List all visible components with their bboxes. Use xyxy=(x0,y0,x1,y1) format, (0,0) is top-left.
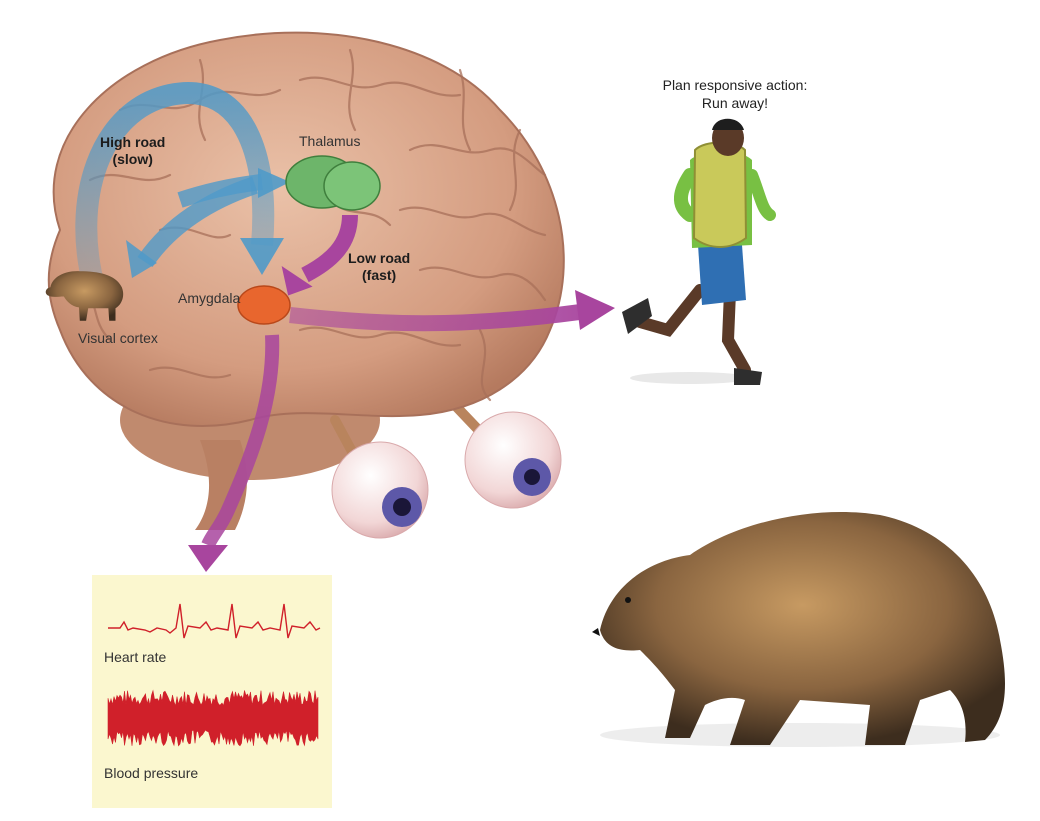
eyeball-icon xyxy=(464,411,562,509)
low-road-speed: (fast) xyxy=(362,267,397,283)
thalamus-icon xyxy=(285,155,381,211)
action-label: Plan responsive action: Run away! xyxy=(645,76,825,112)
heart-rate-label: Heart rate xyxy=(104,649,167,665)
action-title: Plan responsive action: xyxy=(662,77,808,93)
action-arrow xyxy=(289,290,615,332)
bear-icon xyxy=(592,511,1005,747)
low-road-label: Low road (fast) xyxy=(348,250,410,284)
brain-illustration xyxy=(47,31,565,427)
blood-pressure-trace xyxy=(107,689,319,747)
physiology-panel xyxy=(92,575,332,808)
action-detail: Run away! xyxy=(701,95,769,111)
amygdala-label: Amygdala xyxy=(178,290,241,306)
autonomic-arrow xyxy=(188,334,280,572)
high-road-speed: (slow) xyxy=(112,151,153,167)
eyeball-icon xyxy=(331,441,429,539)
visual-cortex-label: Visual cortex xyxy=(78,330,158,346)
high-road-arrow xyxy=(75,82,290,293)
low-road-title: Low road xyxy=(348,250,411,266)
thalamus-label: Thalamus xyxy=(299,133,361,149)
runner-figure xyxy=(622,118,776,385)
ecg-trace xyxy=(108,603,321,639)
bear-icon xyxy=(45,271,124,321)
high-road-title: High road xyxy=(100,134,166,150)
blood-pressure-label: Blood pressure xyxy=(104,765,199,781)
low-road-arrow xyxy=(281,214,358,296)
amygdala-icon xyxy=(237,285,291,325)
high-road-label: High road (slow) xyxy=(100,134,165,168)
